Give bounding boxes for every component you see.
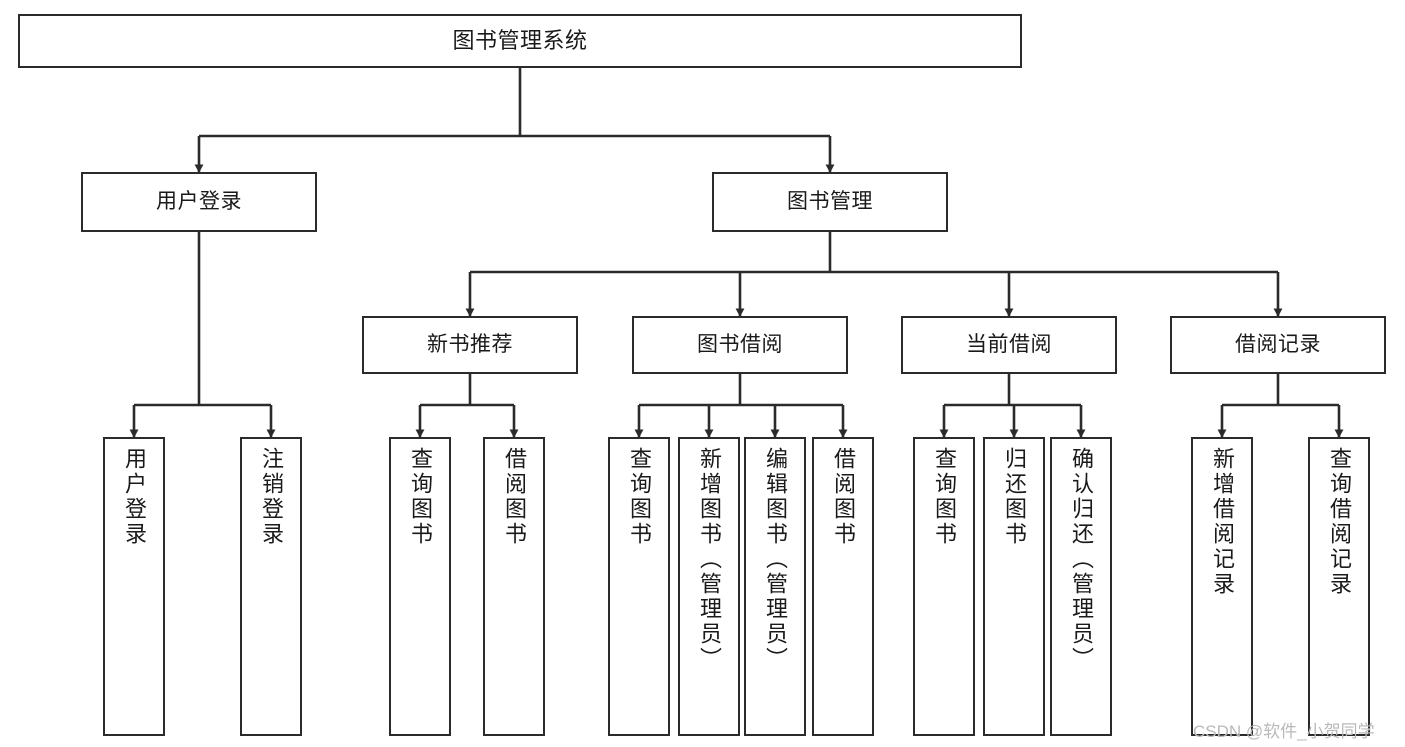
node-label-leaf-edit-book-admin: 编辑图书（管理员） bbox=[763, 447, 788, 672]
leaf-node-leaf-query-book-current[interactable]: 查询图书 bbox=[913, 437, 975, 736]
node-label-book-manage: 图书管理 bbox=[787, 189, 873, 213]
node-label-user-login: 用户登录 bbox=[156, 189, 242, 213]
csdn-watermark: CSDN @软件_小贺同学 bbox=[1193, 722, 1375, 741]
leaf-node-leaf-borrow-book-recommend[interactable]: 借阅图书 bbox=[483, 437, 545, 736]
leaf-node-leaf-logout-login[interactable]: 注销登录 bbox=[240, 437, 302, 736]
leaf-node-leaf-query-borrow-record[interactable]: 查询借阅记录 bbox=[1308, 437, 1370, 736]
leaf-node-leaf-confirm-return-admin[interactable]: 确认归还（管理员） bbox=[1050, 437, 1112, 736]
leaf-node-leaf-borrow-book[interactable]: 借阅图书 bbox=[812, 437, 874, 736]
subcategory-node-current-borrow[interactable]: 当前借阅 bbox=[901, 316, 1117, 374]
subcategory-node-book-borrow[interactable]: 图书借阅 bbox=[632, 316, 848, 374]
category-node-book-manage[interactable]: 图书管理 bbox=[712, 172, 948, 232]
leaf-node-leaf-add-book-admin[interactable]: 新增图书（管理员） bbox=[678, 437, 740, 736]
leaf-node-leaf-return-book[interactable]: 归还图书 bbox=[983, 437, 1045, 736]
node-label-leaf-query-book-current: 查询图书 bbox=[932, 447, 957, 547]
node-label-leaf-query-book-recommend: 查询图书 bbox=[408, 447, 433, 547]
node-label-leaf-add-borrow-record: 新增借阅记录 bbox=[1210, 447, 1235, 597]
leaf-node-leaf-user-login[interactable]: 用户登录 bbox=[103, 437, 165, 736]
edge-path-group bbox=[129, 68, 1344, 438]
root-node-root[interactable]: 图书管理系统 bbox=[18, 14, 1022, 68]
leaf-node-leaf-edit-book-admin[interactable]: 编辑图书（管理员） bbox=[744, 437, 806, 736]
node-label-leaf-confirm-return-admin: 确认归还（管理员） bbox=[1069, 447, 1094, 672]
node-label-leaf-logout-login: 注销登录 bbox=[259, 447, 284, 547]
node-label-current-borrow: 当前借阅 bbox=[966, 332, 1052, 356]
leaf-node-leaf-query-book-recommend[interactable]: 查询图书 bbox=[389, 437, 451, 736]
node-label-leaf-add-book-admin: 新增图书（管理员） bbox=[697, 447, 722, 672]
leaf-node-leaf-add-borrow-record[interactable]: 新增借阅记录 bbox=[1191, 437, 1253, 736]
subcategory-node-borrow-record[interactable]: 借阅记录 bbox=[1170, 316, 1386, 374]
node-label-leaf-return-book: 归还图书 bbox=[1002, 447, 1027, 547]
subcategory-node-new-book-recommend[interactable]: 新书推荐 bbox=[362, 316, 578, 374]
node-label-book-borrow: 图书借阅 bbox=[697, 332, 783, 356]
node-label-new-book-recommend: 新书推荐 bbox=[427, 332, 513, 356]
node-label-root: 图书管理系统 bbox=[452, 28, 588, 54]
leaf-node-leaf-query-book-borrow[interactable]: 查询图书 bbox=[608, 437, 670, 736]
node-label-leaf-query-borrow-record: 查询借阅记录 bbox=[1327, 447, 1352, 597]
node-label-borrow-record: 借阅记录 bbox=[1235, 332, 1321, 356]
category-node-user-login[interactable]: 用户登录 bbox=[81, 172, 317, 232]
node-label-leaf-user-login: 用户登录 bbox=[122, 447, 147, 547]
node-label-leaf-query-book-borrow: 查询图书 bbox=[627, 447, 652, 547]
node-label-leaf-borrow-book-recommend: 借阅图书 bbox=[502, 447, 527, 547]
node-label-leaf-borrow-book: 借阅图书 bbox=[831, 447, 856, 547]
